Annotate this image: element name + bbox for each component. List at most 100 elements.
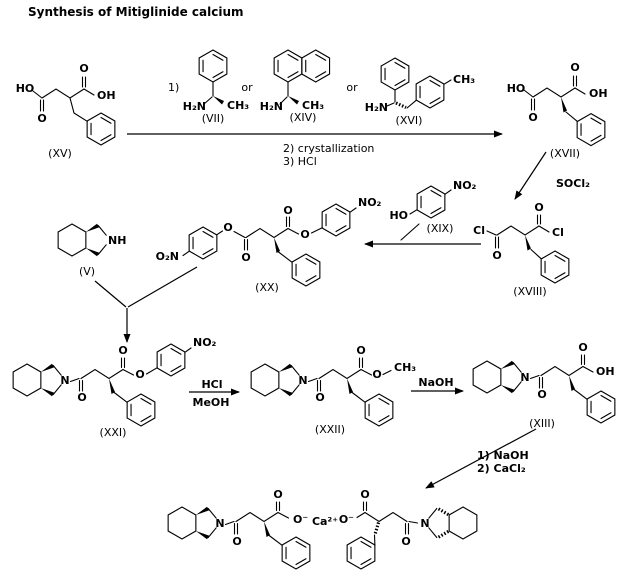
atom-label-o: O: [578, 341, 587, 354]
structure-xx: O O O O O₂N NO₂ (XX): [156, 196, 382, 294]
benzene-ring: [586, 390, 616, 424]
arrow-naoh: NaOH: [411, 376, 464, 395]
atom-label-ho: HO: [389, 209, 408, 222]
atom-label-ch3: CH₃: [394, 361, 416, 374]
or-text: or: [241, 81, 253, 94]
atom-label-o-minus: O⁻: [339, 513, 354, 526]
meoh-text: MeOH: [193, 396, 230, 409]
naoh-text: NaOH: [418, 376, 453, 389]
wedge-bond: [288, 96, 299, 105]
structure-xxi: N O O O NO₂ (XXI): [12, 336, 217, 439]
compound-label-xvi: (XVI): [396, 114, 423, 127]
step1-number: 1): [168, 81, 179, 94]
atom-label-n: N: [520, 371, 529, 384]
compound-label-xv: (XV): [48, 147, 72, 160]
benzene-ring: [301, 49, 331, 83]
atom-label-no2: NO₂: [193, 336, 217, 349]
convergence-lines: [94, 266, 198, 308]
double-bonds: [39, 76, 87, 112]
compound-label-xx: (XX): [255, 281, 279, 294]
reaction-arrow: [425, 428, 537, 489]
structure-xviii: Cl Cl O O (XVIII): [473, 201, 570, 298]
hashed-wedge-bond: [373, 522, 381, 535]
atom-label-cl: Cl: [473, 224, 485, 237]
bonds: [486, 225, 550, 260]
hcl-text: HCl: [201, 378, 222, 391]
benzene-ring: [415, 75, 445, 109]
atom-label-h2n: H₂N: [183, 100, 206, 113]
octahydroisoindole-ring: [472, 360, 522, 394]
bonds: [69, 347, 192, 403]
double-bonds: [494, 214, 542, 249]
benzene-ring: [281, 536, 311, 570]
benzene-ring: [576, 113, 606, 147]
atom-label-o: O: [232, 535, 241, 548]
atom-label-oh: OH: [596, 365, 615, 378]
wedge-bond: [561, 97, 567, 113]
atom-label-ho: HO: [507, 82, 526, 95]
structure-xix: NO₂ HO (XIX): [389, 179, 477, 241]
compound-label-xiv: (XIV): [290, 111, 317, 124]
wedge-bond: [213, 96, 224, 105]
atom-label-n: N: [298, 374, 307, 387]
atom-label-o: O: [223, 221, 232, 234]
reagent-amines: 1) H₂N CH₃ (VII) or H₂N CH₃ (XIV) or: [168, 49, 475, 127]
atom-label-ca: Ca²⁺: [312, 515, 338, 528]
bonds: [203, 81, 214, 105]
atom-label-o: O: [570, 61, 579, 74]
atom-label-o: O: [492, 249, 501, 262]
bonds: [386, 79, 452, 109]
wedge-bond: [264, 521, 270, 537]
bonds: [182, 207, 357, 263]
atom-label-o: O: [283, 204, 292, 217]
atom-label-o: O: [37, 112, 46, 125]
atom-label-oh: OH: [589, 87, 608, 100]
bonds: [279, 81, 289, 105]
atom-label-o2n: O₂N: [156, 250, 179, 263]
salt-step2-text: 2) CaCl₂: [477, 462, 526, 475]
structure-xv: HO O O OH (XV): [16, 62, 116, 160]
atom-label-n: N: [60, 374, 69, 387]
atom-label-n: N: [215, 517, 224, 530]
atom-label-o: O: [241, 251, 250, 264]
benzene-ring: [380, 57, 410, 91]
atom-label-o: O: [356, 344, 365, 357]
benzene-ring: [273, 49, 303, 83]
arrow-socl2: SOCl₂: [514, 151, 590, 200]
atom-label-o: O: [315, 391, 324, 404]
double-bonds: [530, 75, 578, 111]
atom-label-ch3: CH₃: [302, 99, 324, 112]
atom-label-o: O: [534, 201, 543, 214]
atom-label-o: O: [401, 535, 410, 548]
compound-label-v: (V): [79, 265, 95, 278]
benzene-ring: [198, 49, 228, 83]
double-bonds: [316, 357, 364, 392]
bonds: [224, 511, 290, 546]
atom-label-o: O: [273, 488, 282, 501]
structure-v: NH (V): [57, 223, 126, 278]
bonds: [400, 189, 452, 241]
atom-label-o: O: [537, 388, 546, 401]
arrow-v-xx-to-xxi: [94, 266, 198, 343]
hashed-bond: [395, 101, 407, 109]
arrow-salt-formation: 1) NaOH 2) CaCl₂: [425, 428, 537, 489]
wedge-bond: [274, 237, 280, 253]
reaction-arrow: [514, 151, 547, 200]
structure-xiv: H₂N CH₃ (XIV): [260, 49, 331, 124]
or-text: or: [346, 81, 358, 94]
benzene-ring: [188, 226, 218, 260]
structure-xvii: HO O O OH (XVII): [507, 61, 608, 160]
benzene-ring: [416, 185, 446, 219]
benzene-ring: [364, 393, 394, 427]
compound-label-xvii: (XVII): [550, 147, 580, 160]
atom-label-o: O: [77, 391, 86, 404]
compound-label-xxi: (XXI): [100, 426, 127, 439]
atom-label-cl: Cl: [552, 226, 564, 239]
benzene-ring: [291, 253, 321, 287]
arrow-hcl-meoh: HCl MeOH: [189, 378, 240, 409]
double-bonds: [362, 501, 410, 535]
atom-label-o-minus: O⁻: [293, 513, 308, 526]
atom-label-n: N: [420, 517, 429, 530]
bonds: [529, 365, 594, 400]
